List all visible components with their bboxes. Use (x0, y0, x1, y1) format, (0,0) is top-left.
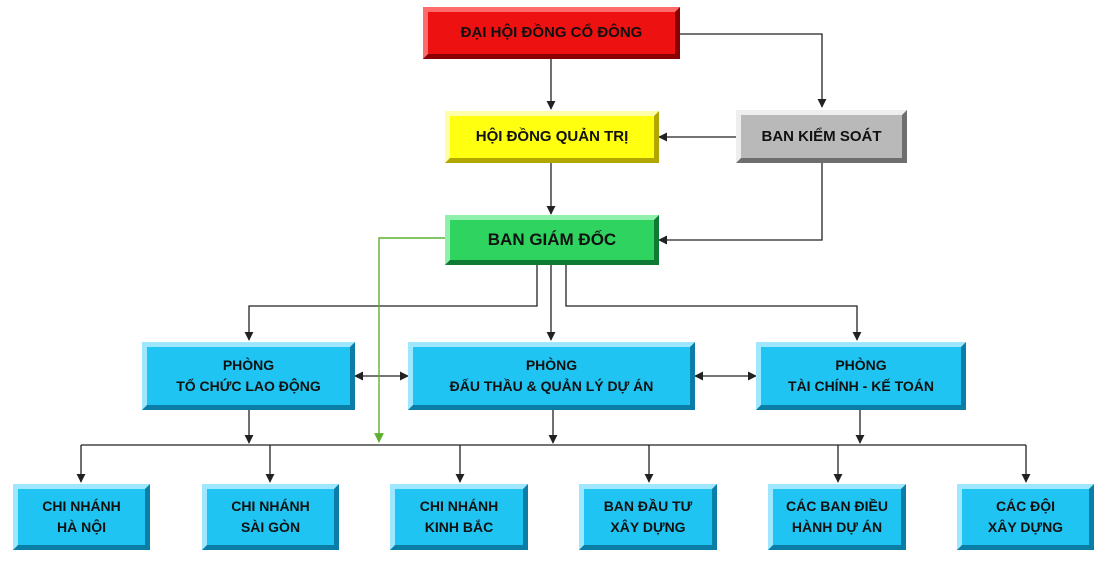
node-label-line: CHI NHÁNH (419, 498, 499, 514)
node-phong-tai-chinh-ke-toan: PHÒNG TÀI CHÍNH - KẾ TOÁN (756, 342, 966, 410)
node-cac-doi-xay-dung: CÁC ĐỘI XÂY DỰNG (957, 484, 1094, 550)
node-chi-nhanh-ha-noi: CHI NHÁNH HÀ NỘI (13, 484, 150, 550)
node-label-line: XÂY DỰNG (987, 519, 1064, 535)
node-label-line: HỘI ĐỒNG QUẢN TRỊ (475, 128, 629, 145)
node-label-line: CÁC ĐỘI (995, 498, 1056, 514)
edge-bgd-tcld (244, 265, 538, 341)
node-label-line: TÀI CHÍNH - KẾ TOÁN (788, 378, 934, 394)
node-phong-dau-thau-quan-ly-du-an: PHÒNG ĐẤU THẦU & QUẢN LÝ DỰ ÁN (408, 342, 695, 410)
node-label-line: SÀI GÒN (240, 519, 301, 535)
node-label-line: CÁC BAN ĐIỀU (786, 498, 888, 514)
node-label-line: KINH BẮC (424, 519, 494, 535)
node-label-line: CHI NHÁNH (42, 498, 121, 514)
edge-bgd-bus-green (374, 237, 446, 443)
node-label-line: TỔ CHỨC LAO ĐỘNG (176, 378, 321, 394)
node-label-line: PHÒNG (835, 357, 887, 373)
node-label-line: XÂY DỰNG (610, 519, 686, 535)
node-label-line: HÀ NỘI (57, 519, 106, 535)
node-label-line: ĐẠI HỘI ĐỒNG CỔ ĐÔNG (460, 24, 643, 41)
edge-bgd-tckt (565, 265, 862, 341)
node-chi-nhanh-sai-gon: CHI NHÁNH SÀI GÒN (202, 484, 339, 550)
node-label-line: PHÒNG (525, 357, 578, 373)
node-label-line: BAN ĐẦU TƯ (603, 498, 693, 514)
node-label-line: HÀNH DỰ ÁN (791, 519, 883, 535)
node-label-line: PHÒNG (222, 357, 275, 373)
node-hoi-dong-quan-tri: HỘI ĐỒNG QUẢN TRỊ (445, 111, 659, 163)
node-ban-dau-tu-xay-dung: BAN ĐẦU TƯ XÂY DỰNG (579, 484, 717, 550)
node-ban-kiem-soat: BAN KIỂM SOÁT (736, 110, 907, 163)
node-label-line: CHI NHÁNH (231, 498, 310, 514)
node-cac-ban-dieu-hanh-du-an: CÁC BAN ĐIỀU HÀNH DỰ ÁN (768, 484, 906, 550)
edge-bks-bgd (658, 163, 823, 245)
node-label-line: BAN GIÁM ĐỐC (487, 230, 617, 249)
node-ban-giam-doc: BAN GIÁM ĐỐC (445, 215, 659, 265)
node-chi-nhanh-kinh-bac: CHI NHÁNH KINH BẮC (390, 484, 528, 550)
node-phong-to-chuc-lao-dong: PHÒNG TỔ CHỨC LAO ĐỘNG (142, 342, 355, 410)
edge-dhdcd-bks (680, 33, 827, 108)
node-label-line: BAN KIỂM SOÁT (761, 127, 882, 145)
node-dai-hoi-dong-co-dong: ĐẠI HỘI ĐỒNG CỔ ĐÔNG (423, 7, 680, 59)
node-label-line: ĐẤU THẦU & QUẢN LÝ DỰ ÁN (449, 378, 654, 394)
